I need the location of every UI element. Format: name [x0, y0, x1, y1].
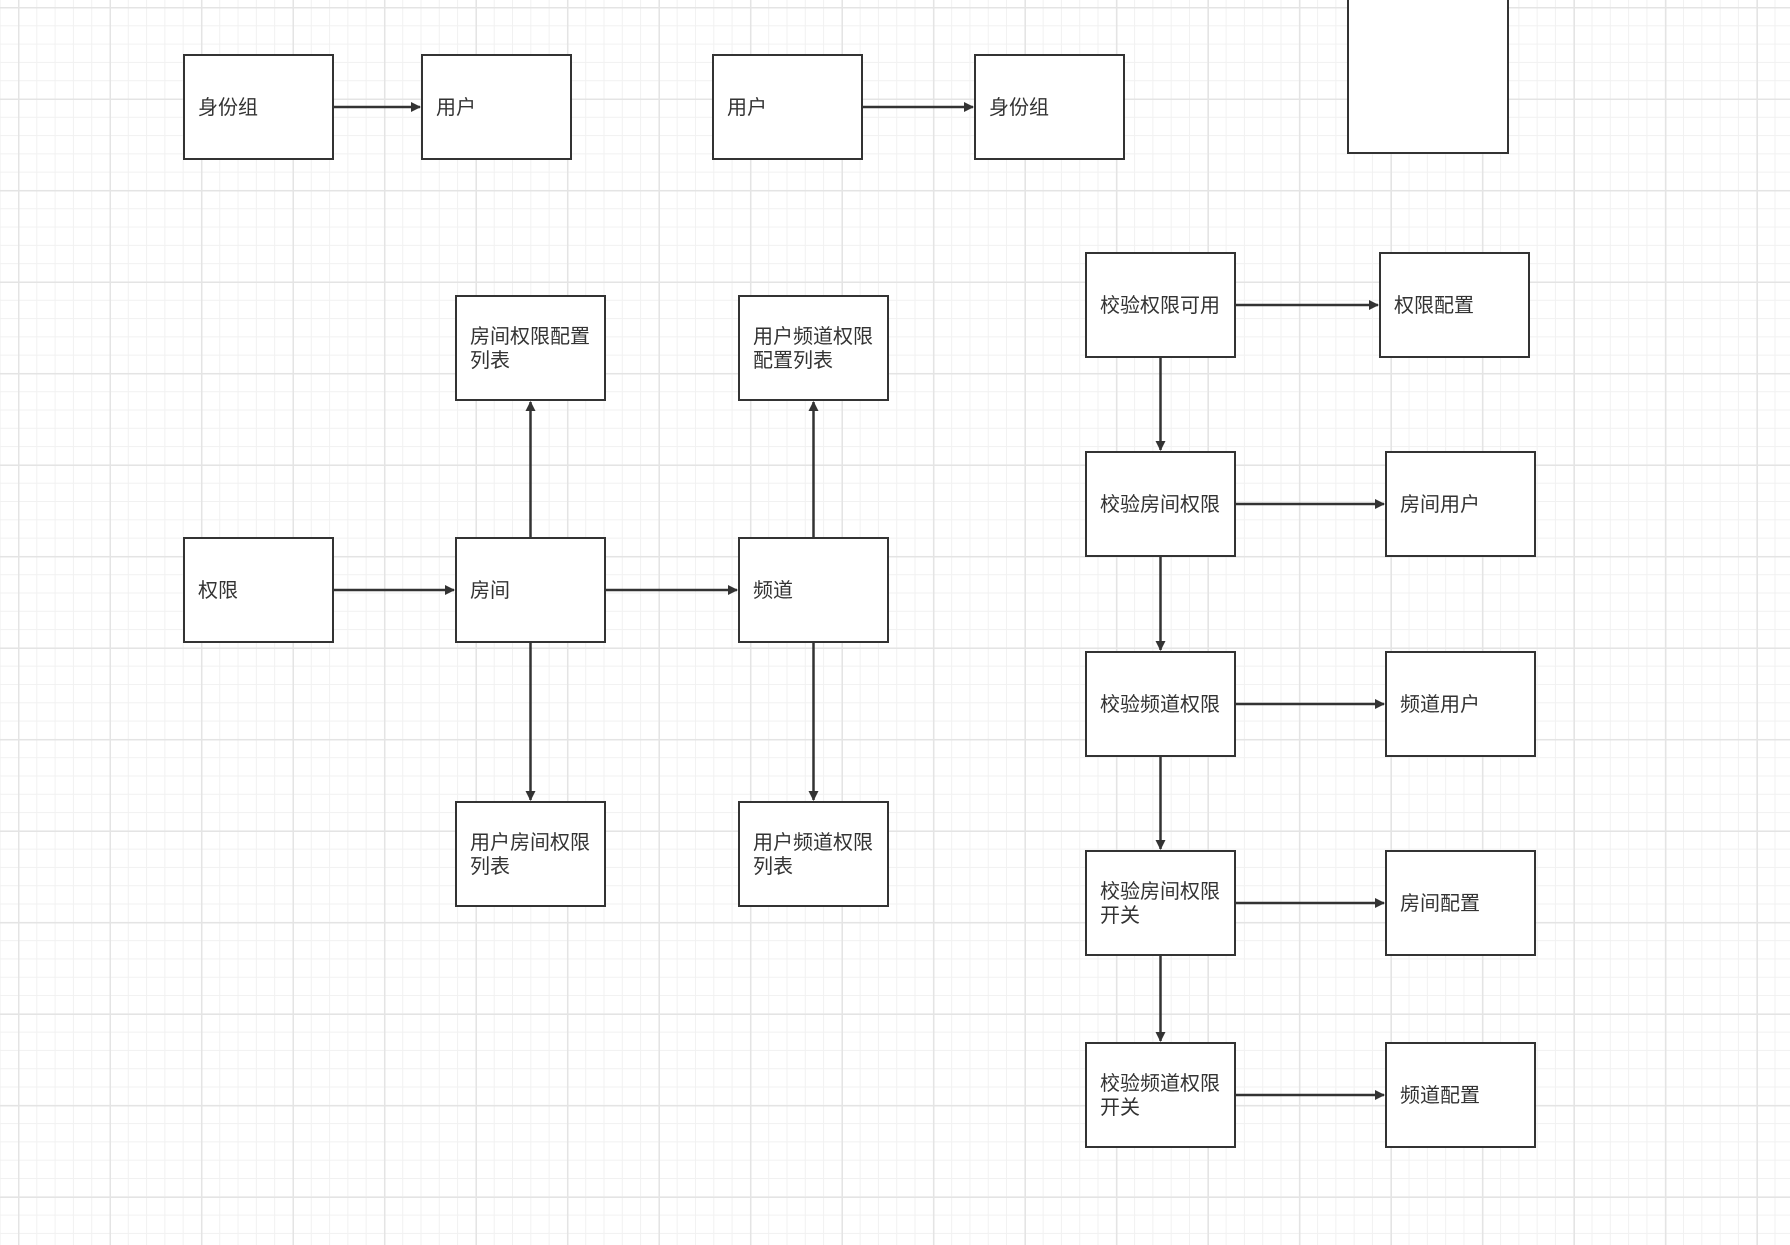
node-label: 用户 — [727, 95, 767, 119]
node-check-room-permission-switch[interactable]: 校验房间权限 开关 — [1085, 850, 1236, 956]
node-user-b[interactable]: 用户 — [712, 54, 863, 160]
node-label: 校验频道权限 — [1100, 692, 1220, 716]
node-label: 权限配置 — [1394, 293, 1474, 317]
node-label: 用户频道权限 配置列表 — [753, 324, 873, 372]
node-channel-config[interactable]: 频道配置 — [1385, 1042, 1536, 1148]
node-label: 权限 — [198, 578, 238, 602]
node-label: 房间配置 — [1400, 891, 1480, 915]
node-channel[interactable]: 频道 — [738, 537, 889, 643]
node-room-user[interactable]: 房间用户 — [1385, 451, 1536, 557]
node-label: 用户频道权限 列表 — [753, 830, 873, 878]
node-check-channel-permission[interactable]: 校验频道权限 — [1085, 651, 1236, 757]
node-room-permission-config-list[interactable]: 房间权限配置 列表 — [455, 295, 606, 401]
node-room-config[interactable]: 房间配置 — [1385, 850, 1536, 956]
node-label: 频道 — [753, 578, 793, 602]
node-check-room-permission[interactable]: 校验房间权限 — [1085, 451, 1236, 557]
node-label: 校验频道权限 开关 — [1100, 1071, 1220, 1119]
node-label: 房间 — [470, 578, 510, 602]
node-label: 身份组 — [989, 95, 1049, 119]
node-check-channel-permission-switch[interactable]: 校验频道权限 开关 — [1085, 1042, 1236, 1148]
node-label: 用户房间权限 列表 — [470, 830, 590, 878]
node-label: 校验房间权限 — [1100, 492, 1220, 516]
node-label: 身份组 — [198, 95, 258, 119]
node-permission-config[interactable]: 权限配置 — [1379, 252, 1530, 358]
node-room[interactable]: 房间 — [455, 537, 606, 643]
node-check-permission-available[interactable]: 校验权限可用 — [1085, 252, 1236, 358]
node-label: 房间用户 — [1400, 492, 1480, 516]
node-label: 频道配置 — [1400, 1083, 1480, 1107]
node-label: 频道用户 — [1400, 692, 1480, 716]
node-label: 用户 — [436, 95, 476, 119]
node-channel-user[interactable]: 频道用户 — [1385, 651, 1536, 757]
node-group-a[interactable]: 身份组 — [183, 54, 334, 160]
node-empty-box[interactable] — [1347, 0, 1509, 154]
node-label: 校验房间权限 开关 — [1100, 879, 1220, 927]
node-group-b[interactable]: 身份组 — [974, 54, 1125, 160]
node-user-channel-permission-list[interactable]: 用户频道权限 列表 — [738, 801, 889, 907]
node-user-a[interactable]: 用户 — [421, 54, 572, 160]
node-user-channel-permission-config-list[interactable]: 用户频道权限 配置列表 — [738, 295, 889, 401]
node-user-room-permission-list[interactable]: 用户房间权限 列表 — [455, 801, 606, 907]
node-label: 房间权限配置 列表 — [470, 324, 590, 372]
node-label: 校验权限可用 — [1100, 293, 1220, 317]
node-permission[interactable]: 权限 — [183, 537, 334, 643]
